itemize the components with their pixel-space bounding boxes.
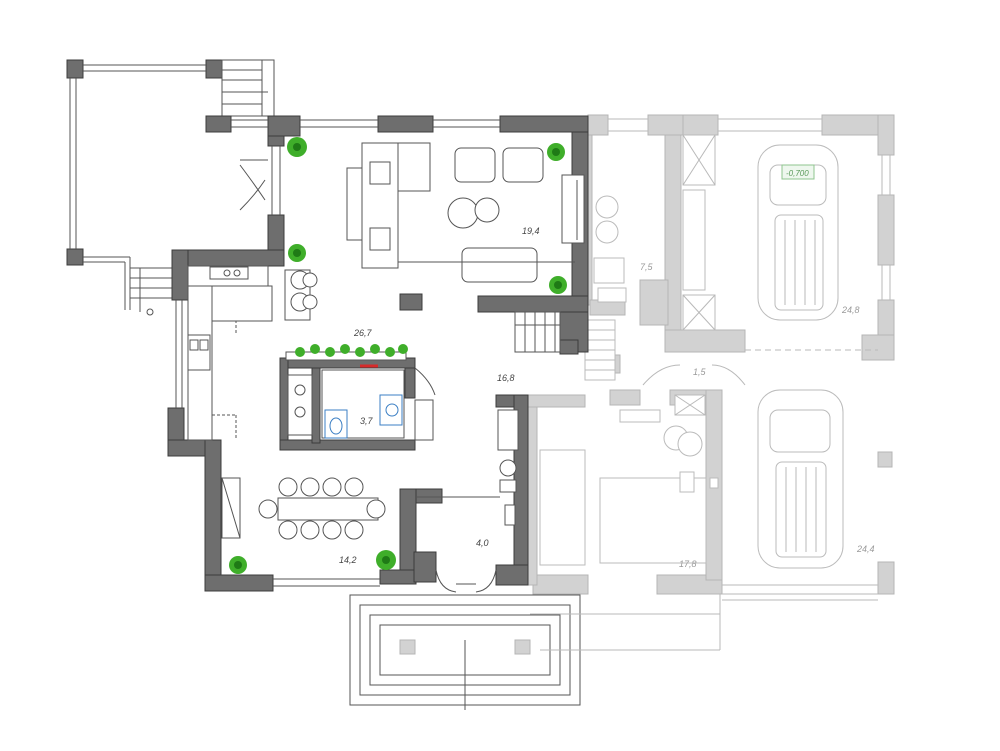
room-area-corridor: 16,8 (497, 373, 515, 383)
room-area-bathroom: 3,7 (360, 416, 374, 426)
hall-furniture (239, 159, 519, 593)
room-area-boiler: 7,5 (640, 262, 654, 272)
room-area-garage-bottom: 24,4 (856, 544, 875, 554)
terrace (66, 59, 275, 316)
front-porch (349, 594, 878, 710)
room-labels: 19,4 26,7 3,7 16,8 14,2 4,0 7,5 24,8 1,5… (339, 169, 875, 569)
bathroom-fixtures (287, 364, 436, 441)
room-area-storage: 1,5 (693, 367, 707, 377)
plant-icon (229, 556, 247, 574)
room-area-garage-top: 24,8 (841, 305, 860, 315)
windows (175, 119, 500, 587)
plant-icon (376, 550, 396, 570)
kitchen-furniture (187, 265, 407, 441)
room-area-dining: 14,2 (339, 555, 357, 565)
room-area-living: 19,4 (522, 226, 540, 236)
plant-icon (287, 137, 307, 157)
car-bottom-icon (757, 389, 844, 569)
room-area-vestibule: 4,0 (476, 538, 489, 548)
plant-icon (288, 244, 306, 262)
dining-furniture (221, 477, 386, 540)
plants (229, 137, 567, 574)
plant-icon (549, 276, 567, 294)
main-stairs (514, 311, 561, 353)
plant-row-icon (295, 344, 408, 357)
room-area-kitchen-hall: 26,7 (353, 328, 373, 338)
main-walls (167, 115, 589, 592)
room-area-workshop: 17,8 (679, 559, 697, 569)
plant-icon (547, 143, 565, 161)
level-mark: -0,700 (786, 169, 809, 178)
living-furniture (346, 142, 585, 283)
car-top-icon (757, 144, 839, 321)
garage-wing (524, 114, 895, 595)
